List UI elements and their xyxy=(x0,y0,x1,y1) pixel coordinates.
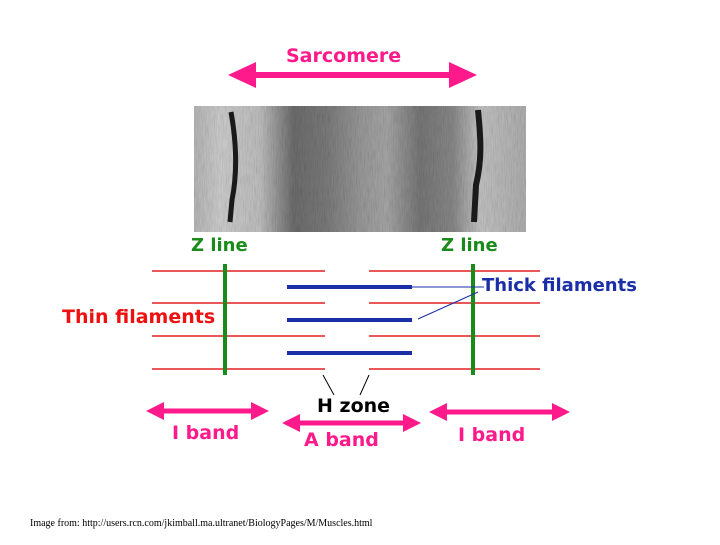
sarcomere-arrow xyxy=(228,62,477,88)
thin-filaments xyxy=(152,270,540,370)
z-disc-right xyxy=(471,109,484,223)
a-band-label: A band xyxy=(304,429,379,451)
i-band-left-arrow xyxy=(146,402,269,420)
sarcomere-label: Sarcomere xyxy=(286,45,402,67)
micrograph-image xyxy=(194,106,526,232)
z-disc-left xyxy=(227,111,239,223)
thin-filaments-label: Thin filaments xyxy=(62,306,216,328)
z-line-left-label: Z line xyxy=(191,235,248,256)
i-band-right-arrow xyxy=(429,403,570,421)
thick-filaments-label: Thick filaments xyxy=(482,275,637,296)
i-band-right-label: I band xyxy=(458,424,526,446)
thick-filaments xyxy=(287,285,412,355)
z-line-right-label: Z line xyxy=(441,235,498,256)
thick-filament-pointers xyxy=(412,286,484,320)
h-zone-label: H zone xyxy=(317,395,391,417)
a-band-arrow xyxy=(282,414,421,432)
image-credit: Image from: http://users.rcn.com/jkimbal… xyxy=(30,518,373,529)
z-lines xyxy=(223,264,475,375)
h-zone-pointers xyxy=(322,374,370,396)
i-band-left-label: I band xyxy=(172,422,240,444)
